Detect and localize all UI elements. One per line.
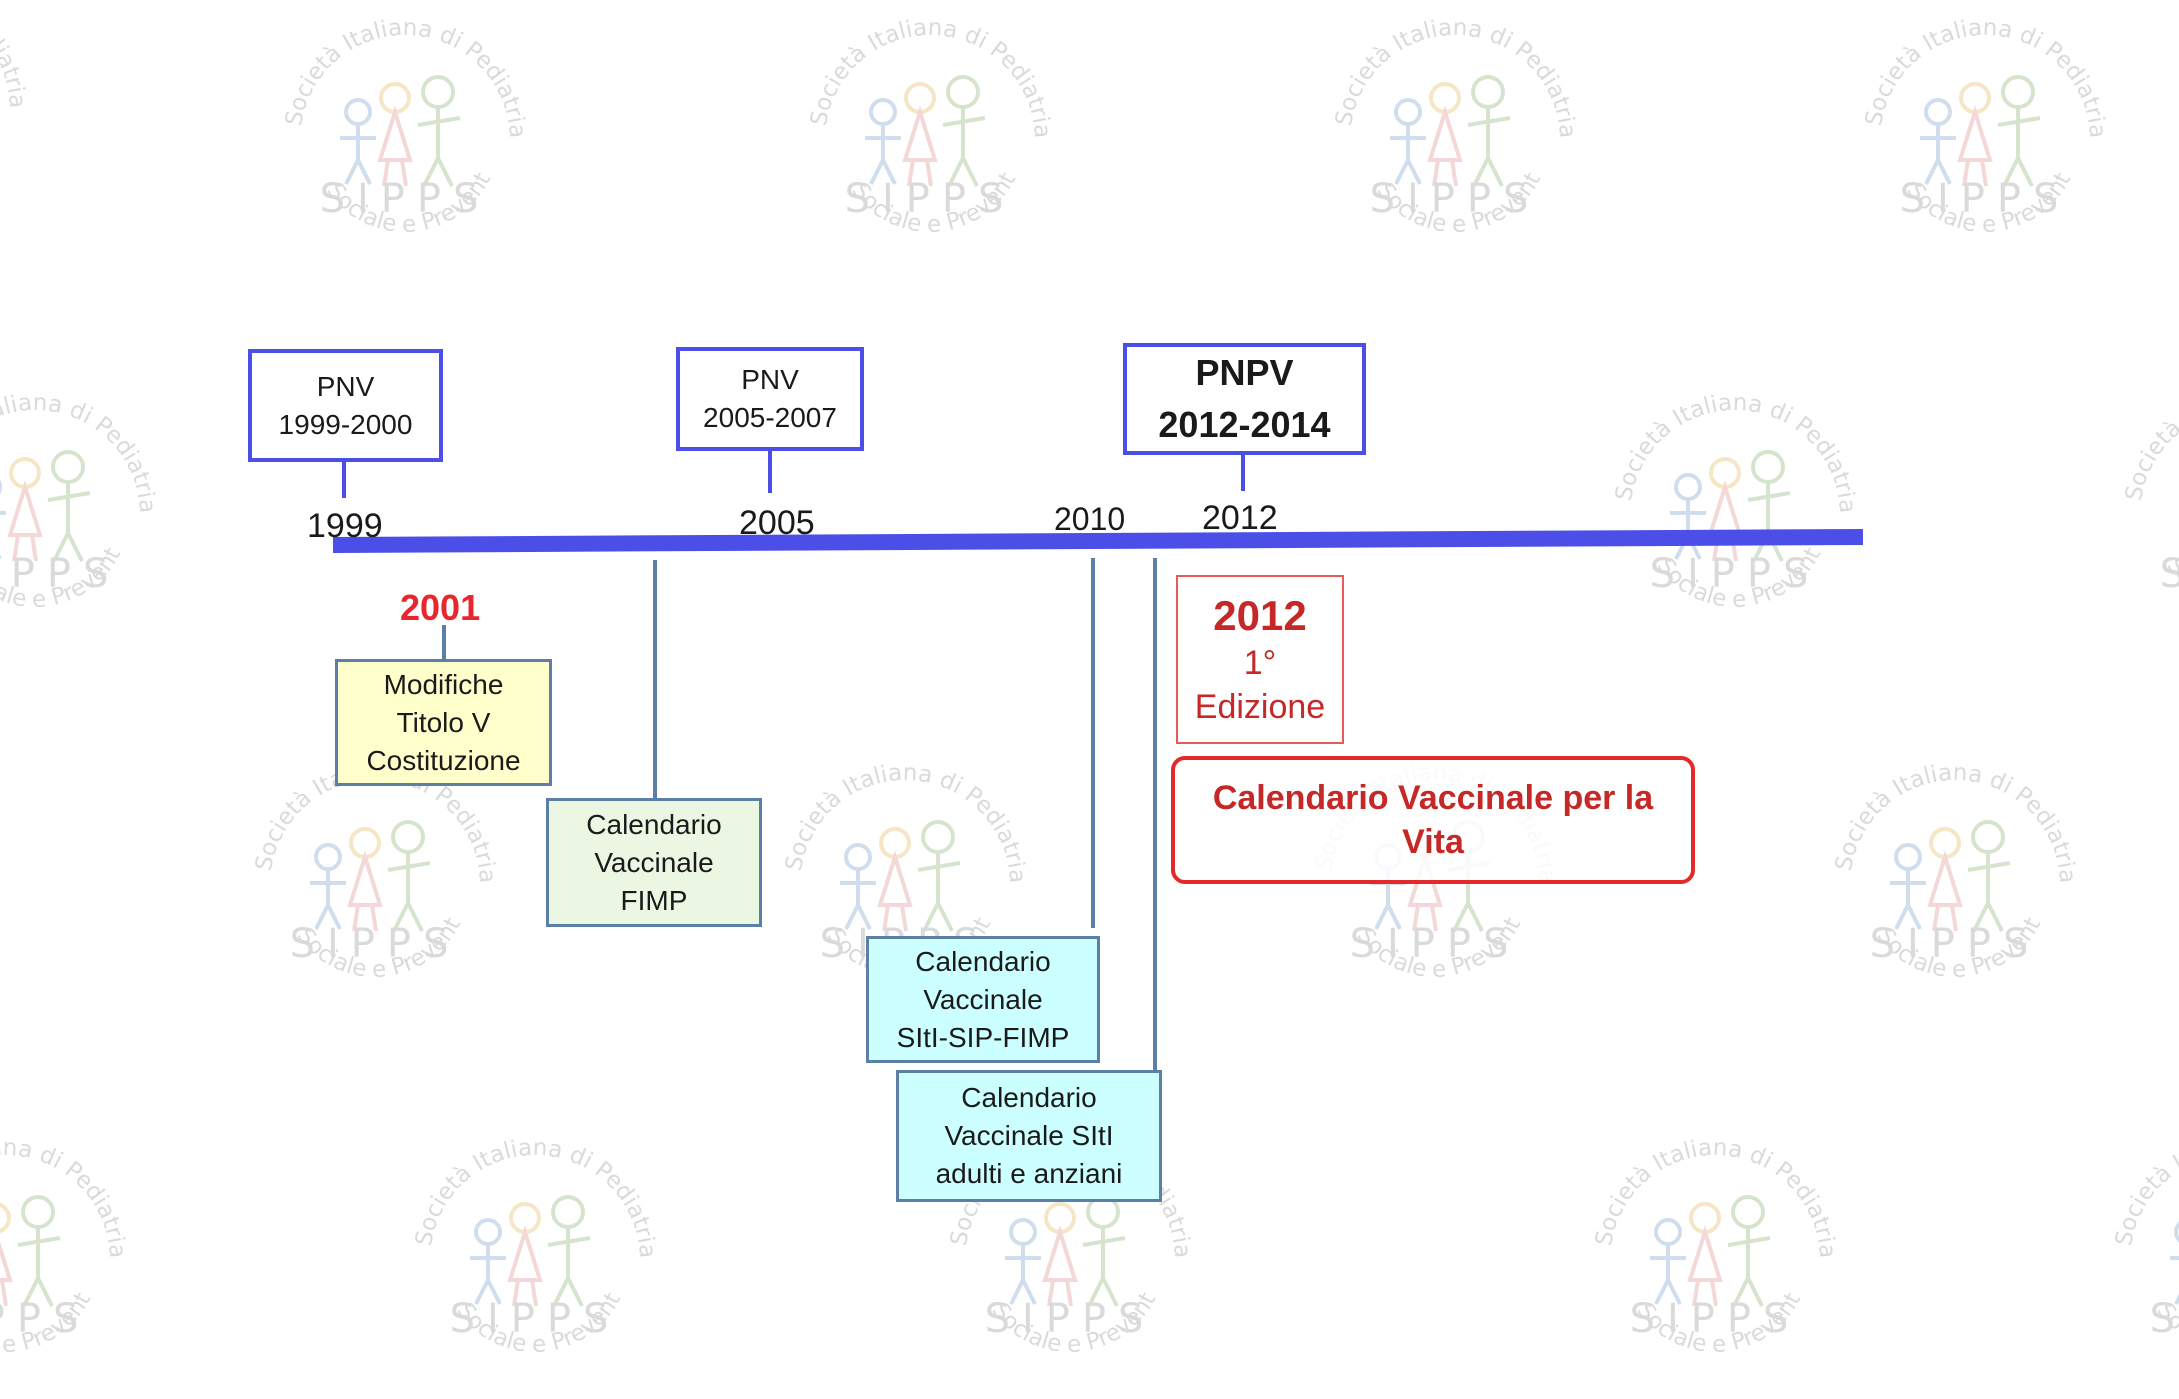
watermark-arc-top: Società Italiana di Pediatria xyxy=(1591,1135,1840,1259)
connector-2001 xyxy=(442,625,446,661)
watermark-acronym: SIPPS xyxy=(2150,1296,2179,1342)
watermark-acronym: SIPPS xyxy=(0,551,120,597)
event-box-calendario-siti-adulti: Calendario Vaccinale SItI adulti e anzia… xyxy=(896,1070,1162,1202)
watermark-arc-top: Società Italiana di Pediatria xyxy=(781,760,1030,884)
plan-title: PNPV xyxy=(1195,352,1294,393)
watermark-acronym: SIPPS xyxy=(845,176,1016,222)
watermark-arc-top: Società Italiana di Pediatria xyxy=(1611,390,1860,514)
connector-fimp xyxy=(653,560,657,800)
connector-siti-adulti xyxy=(1153,558,1157,1070)
watermark-acronym: SIPPS xyxy=(985,1296,1156,1342)
watermark-arc-top: Società Italiana di Pediatria xyxy=(2121,390,2179,514)
event-text: Modifiche xyxy=(383,668,504,700)
watermark-arc-top: Società Italiana di Pediatria xyxy=(0,0,30,109)
connector-pnpv-2012 xyxy=(1241,455,1245,491)
plan-box-pnv-1999: PNV 1999-2000 xyxy=(248,349,443,462)
plan-title: PNV xyxy=(316,370,375,402)
watermark-arc-top: Società Italiana di Pediatria xyxy=(0,1135,130,1259)
event-text: Vaccinale xyxy=(923,983,1043,1015)
event-text: Vaccinale xyxy=(594,846,714,878)
connector-pnv-1999 xyxy=(342,462,346,498)
plan-box-pnpv-2012: PNPV 2012-2014 xyxy=(1123,343,1366,455)
event-text: adulti e anziani xyxy=(935,1158,1123,1189)
calendario-vita-box: Calendario Vaccinale per la Vita xyxy=(1171,756,1695,884)
plan-title: PNV xyxy=(741,364,799,395)
year-label-1999: 1999 xyxy=(307,507,383,545)
watermark-arc-top: Società Italiana di Pediatria xyxy=(1861,15,2110,139)
watermark-arc-top: Società Italiana di Pediatria xyxy=(2111,1135,2179,1259)
year-label-2001: 2001 xyxy=(400,587,481,628)
watermark-acronym: SIPPS xyxy=(1370,176,1541,222)
year-label-2010: 2010 xyxy=(1054,501,1126,537)
watermark-acronym: SIPPS xyxy=(1870,921,2041,967)
edition-year: 2012 xyxy=(1213,591,1307,639)
event-text: Costituzione xyxy=(366,744,521,776)
edition-number: 1° xyxy=(1243,643,1277,682)
edition-box-2012: 2012 1° Edizione xyxy=(1176,575,1344,744)
event-box-calendario-fimp: Calendario Vaccinale FIMP xyxy=(546,798,762,927)
watermark-acronym: SIPPS xyxy=(2160,551,2179,597)
connector-siti-sip-fimp xyxy=(1091,558,1095,928)
event-box-calendario-siti-sip-fimp: Calendario Vaccinale SItI-SIP-FIMP xyxy=(866,936,1100,1063)
plan-period: 2005-2007 xyxy=(703,402,837,433)
event-text: Vaccinale SItI xyxy=(944,1120,1114,1151)
watermark-arc-top: Società Italiana di Pediatria xyxy=(1831,760,2080,884)
watermark-acronym: SIPPS xyxy=(0,1296,90,1342)
watermark-arc-top: Società Italiana di Pediatria xyxy=(806,15,1055,139)
event-text: Calendario xyxy=(586,808,722,840)
event-box-modifiche-titolo-v: Modifiche Titolo V Costituzione xyxy=(335,659,552,786)
watermark-acronym: SIPPS xyxy=(1350,921,1521,967)
watermark-arc-top: Società Italiana di Pediatria xyxy=(1331,15,1580,139)
edition-label: Edizione xyxy=(1194,687,1326,726)
calendario-vita-label: Calendario Vaccinale per la Vita xyxy=(1212,779,1654,861)
event-text: Calendario xyxy=(915,945,1051,977)
watermark-acronym: SIPPS xyxy=(1900,176,2071,222)
year-label-2005: 2005 xyxy=(739,504,815,542)
watermark-acronym: SIPPS xyxy=(1630,1296,1801,1342)
watermark-acronym: SIPPS xyxy=(290,921,461,967)
watermark-acronym: SIPPS xyxy=(1650,551,1821,597)
plan-period: 1999-2000 xyxy=(278,408,413,440)
event-text: Titolo V xyxy=(396,706,491,738)
event-text: FIMP xyxy=(620,884,688,916)
year-label-2012: 2012 xyxy=(1202,499,1278,537)
event-text: SItI-SIP-FIMP xyxy=(896,1021,1070,1053)
plan-box-pnv-2005: PNV 2005-2007 xyxy=(676,347,864,451)
event-text: Calendario xyxy=(961,1082,1097,1113)
watermark-arc-top: Società Italiana di Pediatria xyxy=(281,15,530,139)
connector-pnv-2005 xyxy=(768,451,772,493)
plan-period: 2012-2014 xyxy=(1158,404,1331,445)
watermark-acronym: SIPPS xyxy=(450,1296,621,1342)
watermark-acronym: SIPPS xyxy=(320,176,491,222)
watermark-arc-top: Società Italiana di Pediatria xyxy=(411,1135,660,1259)
